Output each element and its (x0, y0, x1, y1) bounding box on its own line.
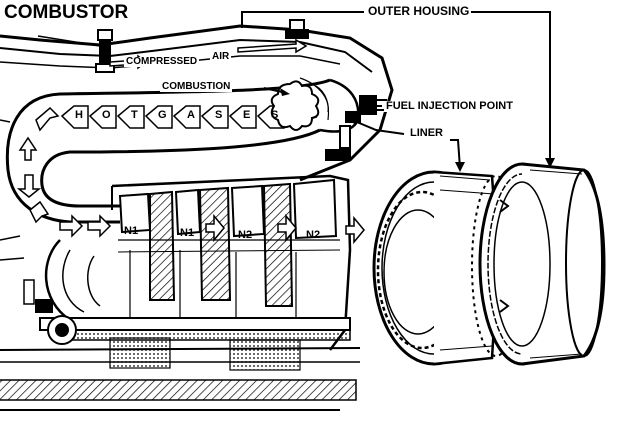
stage-label: N1 (180, 227, 195, 239)
liner-label: LINER (408, 127, 445, 139)
outer-housing-leader-right (470, 11, 551, 160)
callout-lines (37, 11, 551, 169)
combustion-leader (263, 87, 283, 93)
flow-arrow (205, 213, 225, 243)
hot-gases-letter: G (158, 109, 167, 121)
flow-arrow (87, 214, 112, 238)
combustion-label: COMBUSTION (160, 81, 233, 92)
flow-arrow (59, 214, 84, 238)
page-title: COMBUSTOR (4, 2, 129, 23)
leader-arrowheads (280, 88, 555, 172)
combustion-burst (270, 80, 320, 131)
compressed-label: COMPRESSED (124, 56, 200, 67)
liner-leader (351, 119, 405, 135)
title-leader (37, 35, 101, 47)
outer-housing-leader (241, 11, 364, 28)
hot-gases-letter: E (243, 109, 251, 121)
stage-label: N2 (306, 229, 321, 241)
stage-label: N1 (124, 225, 139, 237)
hot-gases-letter: H (75, 109, 83, 121)
hot-gases-letter: S (271, 109, 279, 121)
hot-gases-letter: T (131, 109, 138, 121)
flow-arrow (345, 215, 365, 245)
air-label: AIR (210, 51, 232, 62)
hot-gases-arrows (60, 105, 285, 129)
hot-gases-letter: O (102, 109, 111, 121)
hot-gases-letter: S (215, 109, 223, 121)
outer-housing-label: OUTER HOUSING (366, 4, 472, 18)
outer-housing-exploded (478, 162, 606, 366)
liner-ring-leader (450, 139, 461, 169)
fuel-injection-label: FUEL INJECTION POINT (384, 100, 515, 112)
flow-arrow (277, 213, 297, 243)
engine-cutaway (0, 19, 394, 411)
flow-arrow (29, 200, 50, 224)
flow-arrow (35, 106, 60, 132)
hot-gases-letter: A (187, 109, 195, 121)
flow-arrow (16, 174, 42, 198)
flow-arrow (237, 38, 308, 54)
flow-arrow (18, 136, 38, 161)
stage-label: N2 (238, 229, 253, 241)
